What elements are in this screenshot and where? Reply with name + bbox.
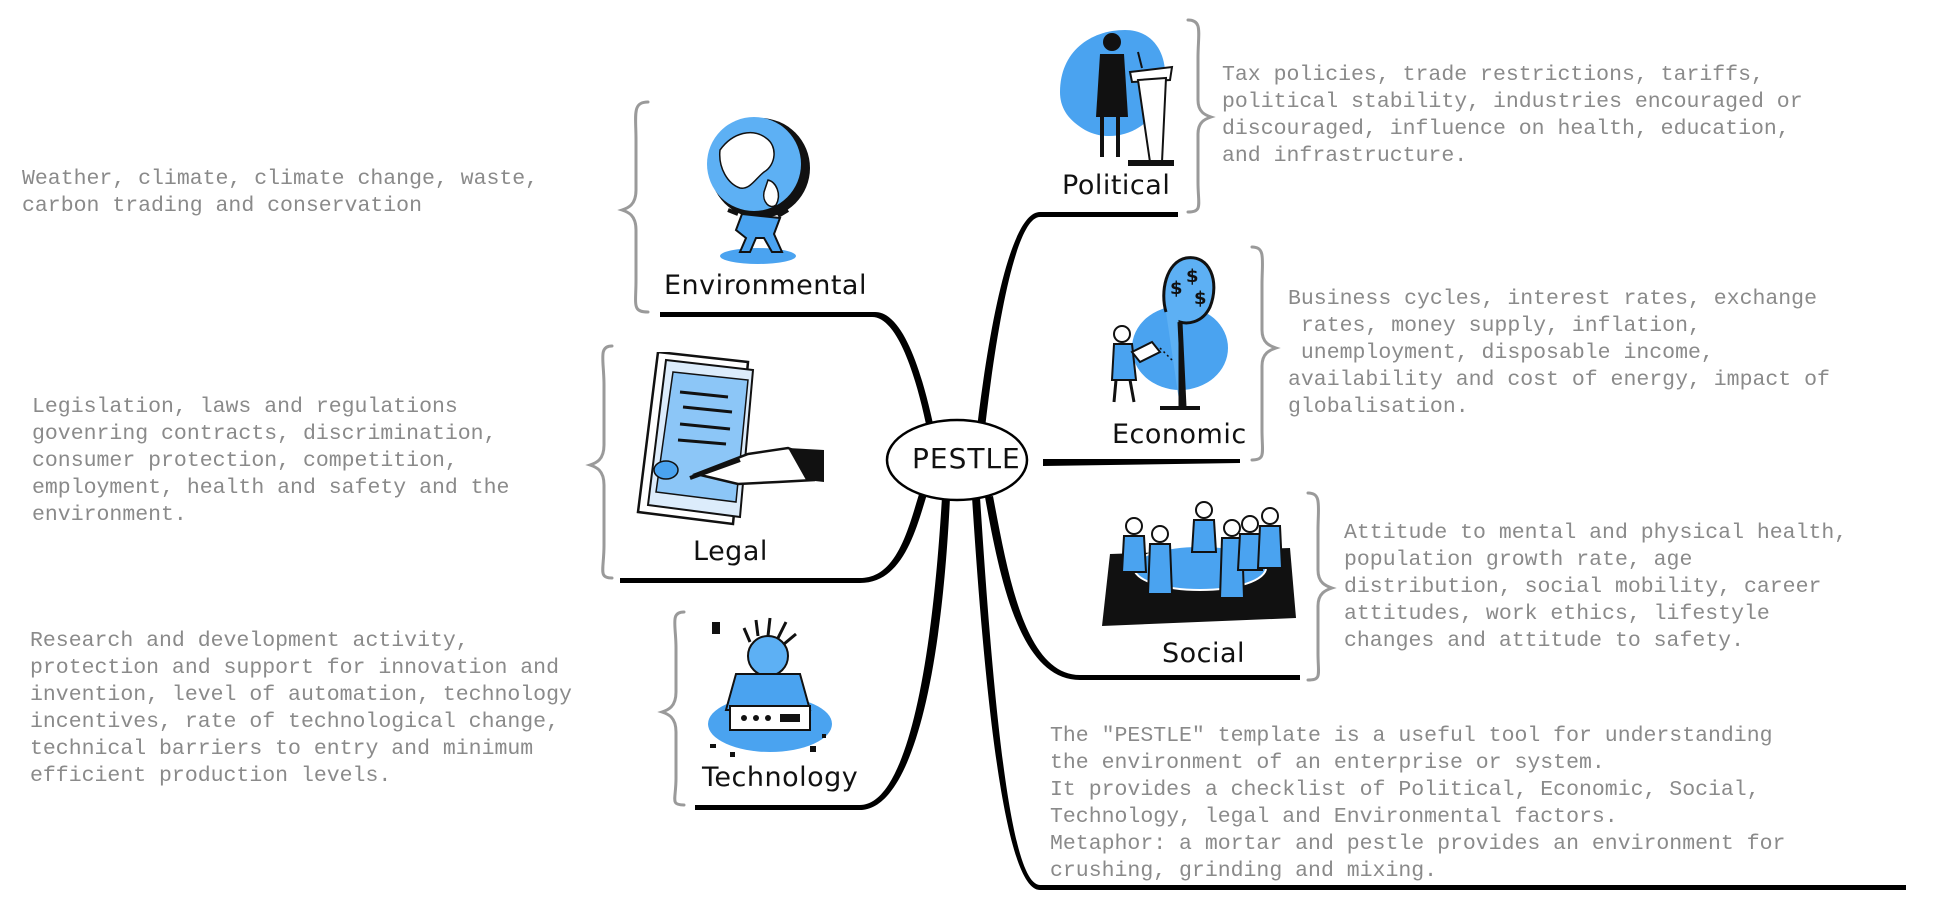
- branch-label-social: Social: [1162, 638, 1246, 669]
- branch-label-economic: Economic: [1112, 419, 1247, 450]
- desc-social: Attitude to mental and physical health,p…: [1344, 521, 1848, 653]
- brace-legal: [585, 344, 614, 580]
- center-label: PESTLE: [912, 442, 1021, 475]
- frustrated-engineer-icon: [708, 617, 832, 757]
- speaker-podium-icon: [1060, 30, 1174, 166]
- brace-environmental: [617, 100, 650, 314]
- brace-political: [1186, 18, 1216, 214]
- svg-text:$: $: [1194, 288, 1207, 309]
- branch-label-political: Political: [1062, 170, 1171, 201]
- money-tree-icon: $ $ $: [1110, 256, 1228, 410]
- branch-label-legal: Legal: [693, 536, 768, 567]
- branch-label-environmental: Environmental: [664, 270, 867, 301]
- pestle-note: The "PESTLE" template is a useful tool f…: [1050, 724, 1786, 883]
- desc-environmental: Weather, climate, climate change, waste,…: [22, 167, 539, 218]
- brace-economic: [1250, 245, 1281, 462]
- brace-social: [1306, 491, 1337, 682]
- center-node: [885, 418, 1029, 502]
- desc-economic: Business cycles, interest rates, exchang…: [1288, 287, 1830, 419]
- branch-label-technology: Technology: [702, 762, 859, 793]
- atlas-globe-icon: [707, 117, 810, 264]
- svg-text:$: $: [1186, 266, 1199, 287]
- svg-text:$: $: [1170, 278, 1183, 299]
- branch-line-economic: [1043, 459, 1240, 466]
- desc-technology: Research and development activity,protec…: [30, 629, 572, 788]
- contract-signing-icon: [636, 352, 824, 526]
- desc-political: Tax policies, trade restrictions, tariff…: [1222, 63, 1803, 168]
- brace-technology: [657, 610, 686, 807]
- meeting-table-icon: [1102, 501, 1296, 626]
